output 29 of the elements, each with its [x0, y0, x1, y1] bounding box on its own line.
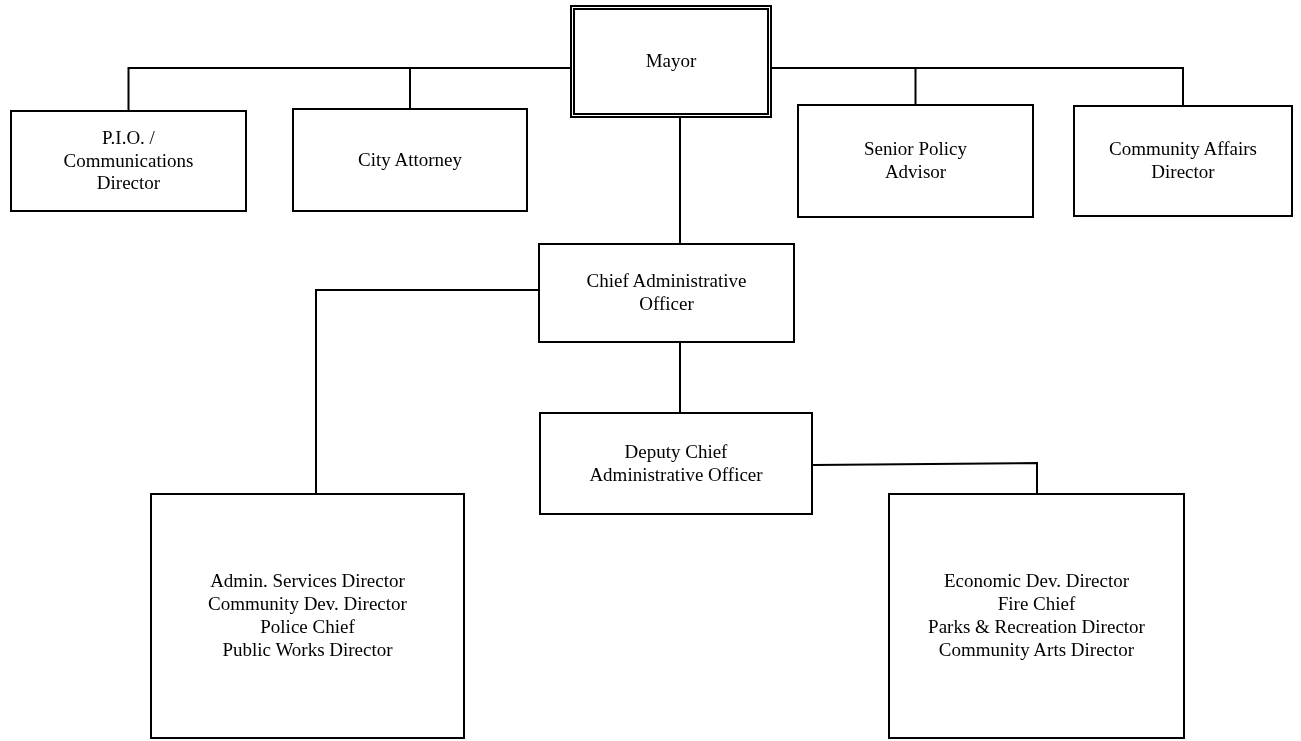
connector-line	[315, 289, 539, 494]
role-title: Chief Administrative Officer	[585, 270, 748, 316]
role-title: Public Works Director	[222, 638, 393, 662]
role-title: City Attorney	[358, 148, 462, 172]
role-box	[888, 493, 1185, 739]
role-box	[10, 110, 247, 212]
role-title: Community Dev. Director	[208, 593, 407, 616]
connector-line	[409, 67, 571, 109]
connector-line	[679, 342, 681, 413]
role-box	[570, 5, 772, 118]
role-title: Mayor	[645, 50, 697, 73]
role-title: Community Affairs Director	[1108, 138, 1258, 184]
connector-line	[679, 117, 681, 244]
role-title: Economic Dev. Director	[944, 570, 1129, 594]
role-title: Police Chief	[260, 616, 355, 639]
role-title: Parks & Recreation Director	[928, 616, 1145, 639]
role-title: Community Arts Director	[938, 638, 1135, 662]
role-box	[797, 104, 1034, 218]
role-box	[292, 108, 528, 212]
role-box	[539, 412, 813, 515]
role-title: Deputy Chief Administrative Officer	[588, 440, 764, 487]
role-box	[538, 243, 795, 343]
role-box	[1073, 105, 1293, 217]
connector-line	[812, 462, 1038, 494]
role-title: Senior Policy Advisor	[863, 138, 968, 184]
role-title: Admin. Services Director	[210, 570, 405, 594]
role-title: Fire Chief	[997, 593, 1076, 616]
role-title: P.I.O. / Communications Director	[62, 126, 195, 196]
role-box	[150, 493, 465, 739]
